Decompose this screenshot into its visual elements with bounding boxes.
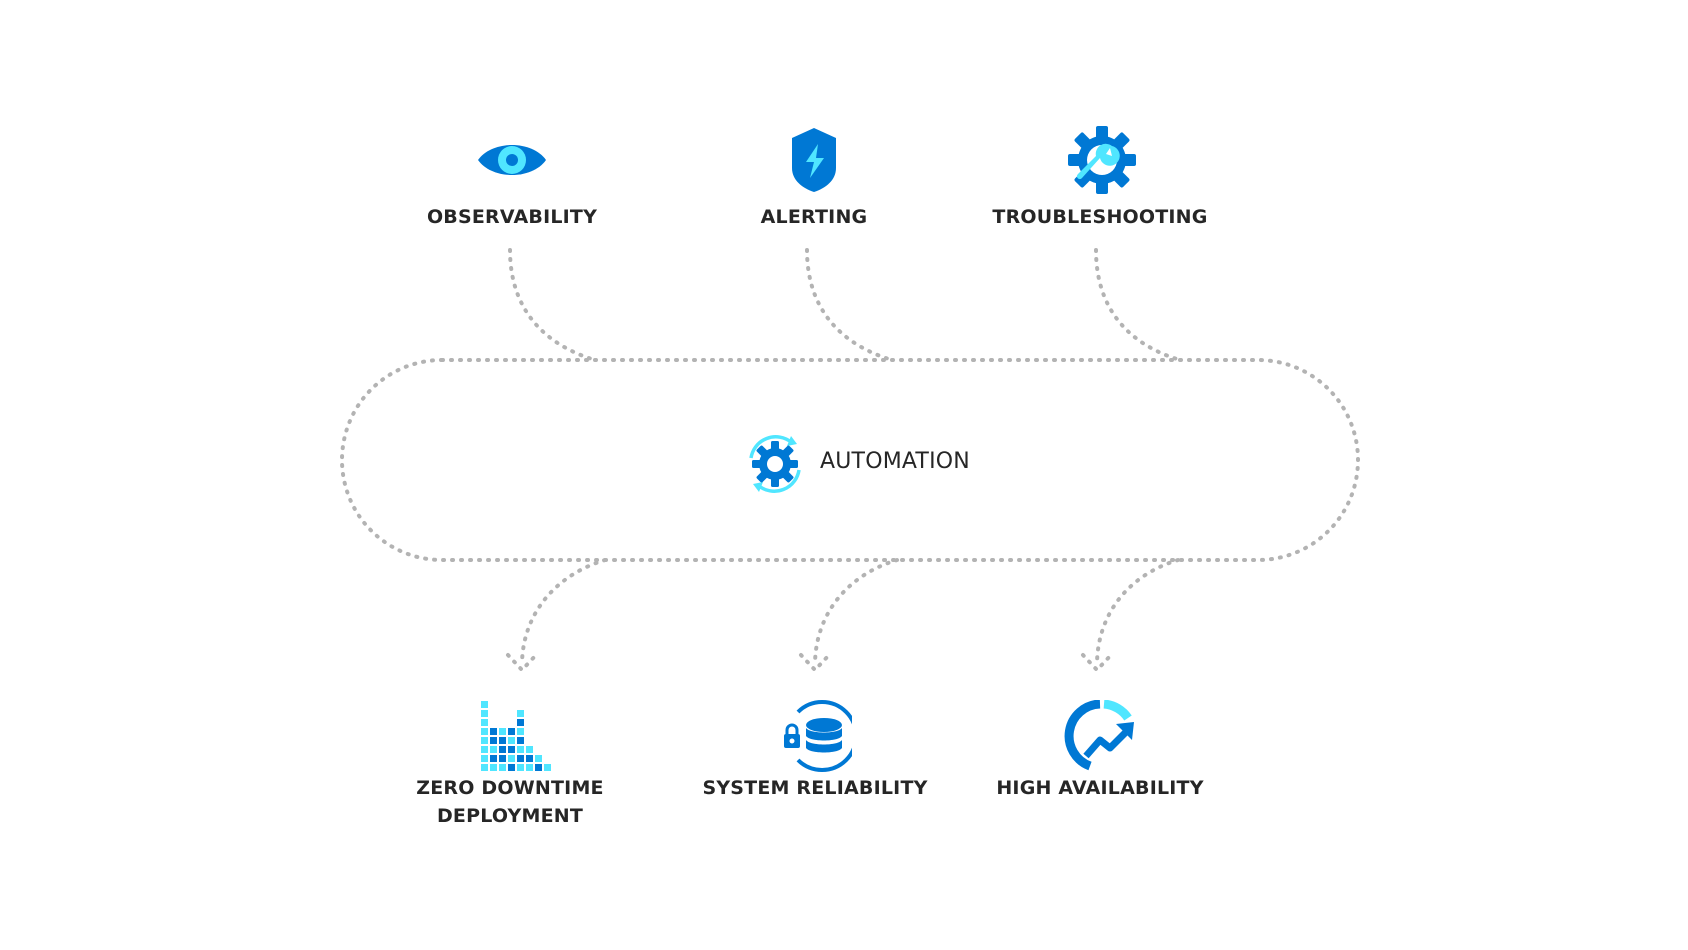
connector-system-reliability [813, 558, 899, 667]
bar-grid-icon [481, 701, 551, 771]
locked-database-icon [784, 700, 852, 772]
arrowhead-zero-downtime [506, 653, 538, 673]
label-zero-downtime-line1: ZERO DOWNTIME [416, 777, 604, 799]
label-high-availability: HIGH AVAILABILITY [996, 777, 1204, 799]
gear-wrench-icon [1068, 126, 1136, 194]
connector-zero-downtime [520, 558, 607, 667]
connector-alerting [805, 248, 894, 362]
shield-lightning-icon [792, 128, 836, 192]
automation-container [340, 358, 1360, 562]
label-automation: AUTOMATION [820, 449, 970, 474]
label-troubleshooting: TROUBLESHOOTING [992, 206, 1208, 228]
connector-observability [508, 248, 597, 362]
connector-troubleshooting [1094, 248, 1182, 362]
label-zero-downtime-line2: DEPLOYMENT [436, 805, 584, 827]
gear-cycle-icon [749, 435, 801, 493]
arrowhead-high-availability [1081, 653, 1113, 673]
label-system-reliability: SYSTEM RELIABILITY [702, 777, 928, 799]
eye-icon [478, 145, 546, 175]
label-observability: OBSERVABILITY [426, 206, 598, 228]
arrowhead-system-reliability [799, 653, 831, 673]
gauge-trend-icon [1064, 700, 1134, 771]
label-alerting: ALERTING [760, 206, 868, 228]
connector-high-availability [1095, 558, 1180, 667]
